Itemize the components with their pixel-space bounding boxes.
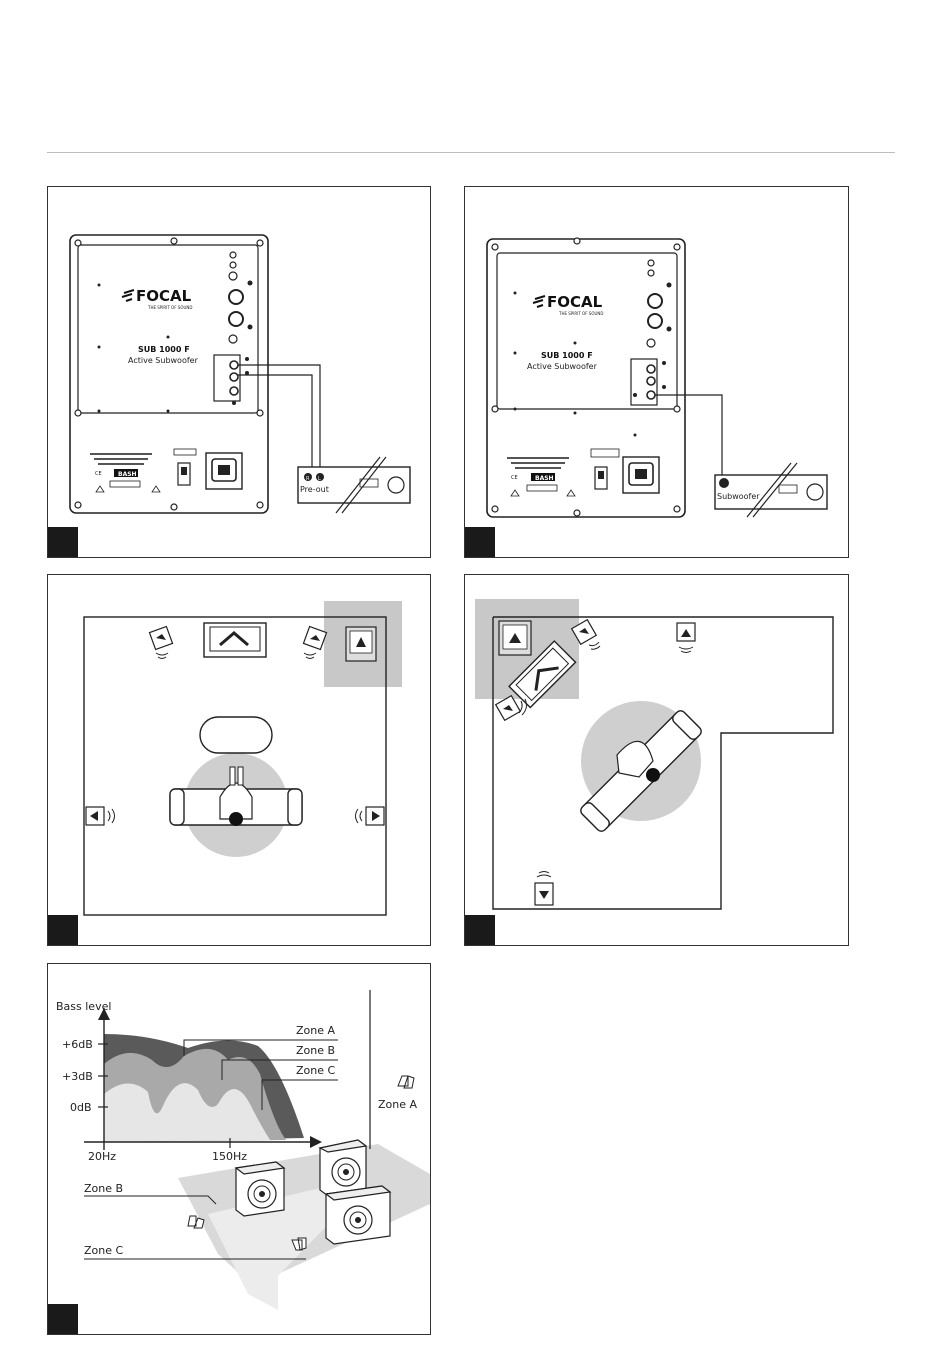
- figure-badge: [48, 527, 78, 557]
- speaker-icon: [86, 807, 115, 825]
- subwoofer-icon: [236, 1162, 284, 1216]
- speaker-icon: [677, 623, 695, 653]
- brand-logo-text: FOCAL: [547, 293, 603, 311]
- figure-badge: [48, 915, 78, 945]
- svg-text:CE: CE: [95, 471, 102, 477]
- brand-tagline: THE SPIRIT OF SOUND: [147, 305, 192, 310]
- zone-a-room-label: Zone A: [378, 1098, 418, 1111]
- subwoofer-icon: [499, 621, 531, 655]
- brand-tagline: THE SPIRIT OF SOUND: [558, 311, 603, 316]
- figure-badge: [48, 1304, 78, 1334]
- svg-text:CE: CE: [511, 475, 518, 481]
- top-divider: [47, 152, 895, 153]
- thumbs-up-icon: [398, 1076, 414, 1088]
- sub-out-jack: [719, 478, 729, 488]
- zone-a-label: Zone A: [296, 1024, 336, 1037]
- panel-1-preout-connection: FOCAL THE SPIRIT OF SOUND SUB 1000 F Act…: [47, 186, 431, 558]
- amplifier-unit: R L Pre-out: [298, 457, 410, 513]
- figure-badge: [465, 915, 495, 945]
- svg-text:L: L: [318, 476, 321, 482]
- preout-connection-diagram: FOCAL THE SPIRIT OF SOUND SUB 1000 F Act…: [48, 187, 430, 557]
- y-axis-label: Bass level: [56, 1000, 111, 1013]
- y-tick-0db: 0dB: [70, 1101, 92, 1114]
- subwoofer-icon: [326, 1186, 390, 1244]
- zone-c-room-label: Zone C: [84, 1244, 124, 1257]
- model-name: SUB 1000 F: [541, 351, 593, 360]
- panel-4-room-placement-corner: [464, 574, 849, 946]
- speaker-icon: [149, 626, 172, 658]
- svg-text:R: R: [306, 476, 310, 482]
- model-description: Active Subwoofer: [128, 356, 199, 365]
- figure-badge: [465, 527, 495, 557]
- bass-level-zones-diagram: Bass level +6dB +3dB 0dB 20Hz 150Hz Zone…: [48, 964, 430, 1334]
- zone-c-label: Zone C: [296, 1064, 336, 1077]
- amplifier-unit: Subwoofer: [715, 463, 827, 517]
- x-tick-20hz: 20Hz: [88, 1150, 116, 1163]
- subwoofer-icon: [346, 627, 376, 661]
- y-tick-6db: +6dB: [62, 1038, 93, 1051]
- x-tick-150hz: 150Hz: [212, 1150, 247, 1163]
- speaker-icon: [535, 872, 553, 906]
- brand-logo-text: FOCAL: [136, 287, 192, 305]
- panel-3-room-placement: [47, 574, 431, 946]
- subwoofer-connection-diagram: FOCAL THE SPIRIT OF SOUND SUB 1000 F Act…: [465, 187, 848, 557]
- zone-b-label: Zone B: [296, 1044, 335, 1057]
- tv-icon: [204, 623, 266, 657]
- panel-2-subwoofer-connection: FOCAL THE SPIRIT OF SOUND SUB 1000 F Act…: [464, 186, 849, 558]
- zone-b-room-label: Zone B: [84, 1182, 123, 1195]
- model-name: SUB 1000 F: [138, 345, 190, 354]
- coffee-table: [200, 717, 272, 753]
- speaker-icon: [303, 626, 326, 658]
- y-tick-3db: +3dB: [62, 1070, 93, 1083]
- model-description: Active Subwoofer: [527, 362, 598, 371]
- subwoofer-icon: [320, 1140, 366, 1196]
- svg-text:BASH: BASH: [118, 471, 137, 478]
- preout-label: Pre-out: [300, 485, 329, 494]
- speaker-icon: [356, 807, 385, 825]
- panel-5-bass-zones: Bass level +6dB +3dB 0dB 20Hz 150Hz Zone…: [47, 963, 431, 1335]
- svg-text:BASH: BASH: [535, 475, 554, 482]
- subwoofer-out-label: Subwoofer: [717, 492, 760, 501]
- room-layout-diagram: [48, 575, 430, 945]
- corner-room-layout-diagram: [465, 575, 848, 945]
